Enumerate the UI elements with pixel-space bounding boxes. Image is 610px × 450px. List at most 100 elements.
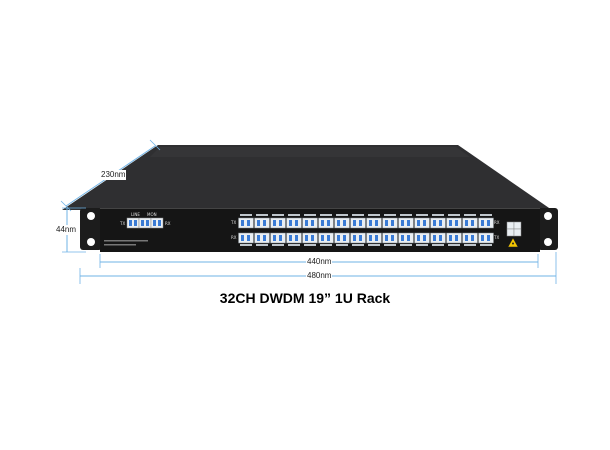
lc-port xyxy=(286,217,302,229)
lc-connector xyxy=(423,220,426,226)
lc-connector xyxy=(433,220,436,226)
lc-connector xyxy=(465,220,468,226)
lc-connector xyxy=(359,220,362,226)
lc-port xyxy=(334,232,350,244)
port-grid xyxy=(238,214,494,246)
port-label-strip xyxy=(240,214,252,216)
port-label-strip xyxy=(400,214,412,216)
port-label-strip xyxy=(336,244,348,246)
port-label-strip xyxy=(352,244,364,246)
lc-connector xyxy=(471,235,474,241)
lc-connector xyxy=(391,220,394,226)
lc-connector xyxy=(439,220,442,226)
port-label-strip xyxy=(368,214,380,216)
lc-connector xyxy=(407,220,410,226)
lc-connector xyxy=(321,220,324,226)
lc-connector xyxy=(295,220,298,226)
rack-width-label: 480nm xyxy=(306,271,333,281)
lc-connector xyxy=(385,235,388,241)
product-info-line xyxy=(104,244,136,246)
lc-connector xyxy=(257,220,260,226)
line-label: LINE xyxy=(131,212,140,217)
lc-connector xyxy=(337,235,340,241)
port-label-strip xyxy=(240,244,252,246)
lc-connector xyxy=(385,220,388,226)
lc-port xyxy=(462,232,478,244)
lc-connector xyxy=(449,235,452,241)
chassis-top-sheen xyxy=(150,147,470,157)
lc-connector xyxy=(279,220,282,226)
port-label-strip xyxy=(416,244,428,246)
lc-connector xyxy=(481,235,484,241)
lc-connector xyxy=(407,235,410,241)
lc-connector xyxy=(247,220,250,226)
lc-connector xyxy=(449,220,452,226)
lc-port xyxy=(446,217,462,229)
lc-connector xyxy=(359,235,362,241)
lc-connector xyxy=(257,235,260,241)
port-label-strip xyxy=(464,244,476,246)
lc-port xyxy=(350,217,366,229)
lc-connector xyxy=(247,235,250,241)
lc-connector xyxy=(279,235,282,241)
lc-connector xyxy=(337,220,340,226)
module-tx-label: TX xyxy=(119,221,125,226)
height-label: 44nm xyxy=(55,225,78,235)
lc-port xyxy=(254,217,270,229)
port-label-strip xyxy=(448,214,460,216)
port-label-strip xyxy=(304,214,316,216)
port-label-strip xyxy=(320,244,332,246)
lc-port xyxy=(446,232,462,244)
port-label-strip xyxy=(256,214,268,216)
lc-port xyxy=(414,232,430,244)
lc-connector xyxy=(263,220,266,226)
lc-connector xyxy=(321,235,324,241)
lc-port xyxy=(430,217,446,229)
port-label-strip xyxy=(320,214,332,216)
port-label-strip xyxy=(288,244,300,246)
lc-port xyxy=(254,232,270,244)
lc-port xyxy=(286,232,302,244)
lc-connector xyxy=(375,235,378,241)
lc-port xyxy=(462,217,478,229)
lc-connector xyxy=(353,235,356,241)
lc-port xyxy=(302,217,318,229)
chassis-top xyxy=(62,145,552,210)
depth-label: 230nm xyxy=(100,170,127,180)
port-label-strip xyxy=(272,214,284,216)
lc-connector xyxy=(487,220,490,226)
lc-connector xyxy=(343,220,346,226)
port-label-strip xyxy=(400,244,412,246)
lc-connector xyxy=(455,235,458,241)
lc-connector xyxy=(311,220,314,226)
line-mon-module xyxy=(126,217,164,229)
mon-label: MON xyxy=(147,212,157,217)
lc-connector xyxy=(455,220,458,226)
port-label-strip xyxy=(272,244,284,246)
lc-connector xyxy=(311,235,314,241)
product-info-line xyxy=(104,240,148,242)
port-label-strip xyxy=(416,214,428,216)
lc-port xyxy=(366,232,382,244)
lc-port xyxy=(318,217,334,229)
lc-connector xyxy=(369,220,372,226)
field-rx-label: RX xyxy=(231,235,237,240)
lc-connector xyxy=(423,235,426,241)
lc-connector xyxy=(433,235,436,241)
lc-port xyxy=(382,217,398,229)
port-label-strip xyxy=(336,214,348,216)
lc-port xyxy=(302,232,318,244)
lc-connector xyxy=(417,220,420,226)
lc-connector xyxy=(327,235,330,241)
lc-connector xyxy=(465,235,468,241)
port-label-strip xyxy=(480,214,492,216)
lc-port xyxy=(318,232,334,244)
field-tx-right-label: TX xyxy=(493,235,499,240)
lc-connector xyxy=(417,235,420,241)
port-label-strip xyxy=(464,214,476,216)
laser-warning-icon xyxy=(507,237,519,248)
product-caption: 32CH DWDM 19” 1U Rack xyxy=(219,290,391,306)
lc-port xyxy=(334,217,350,229)
lc-connector xyxy=(401,220,404,226)
